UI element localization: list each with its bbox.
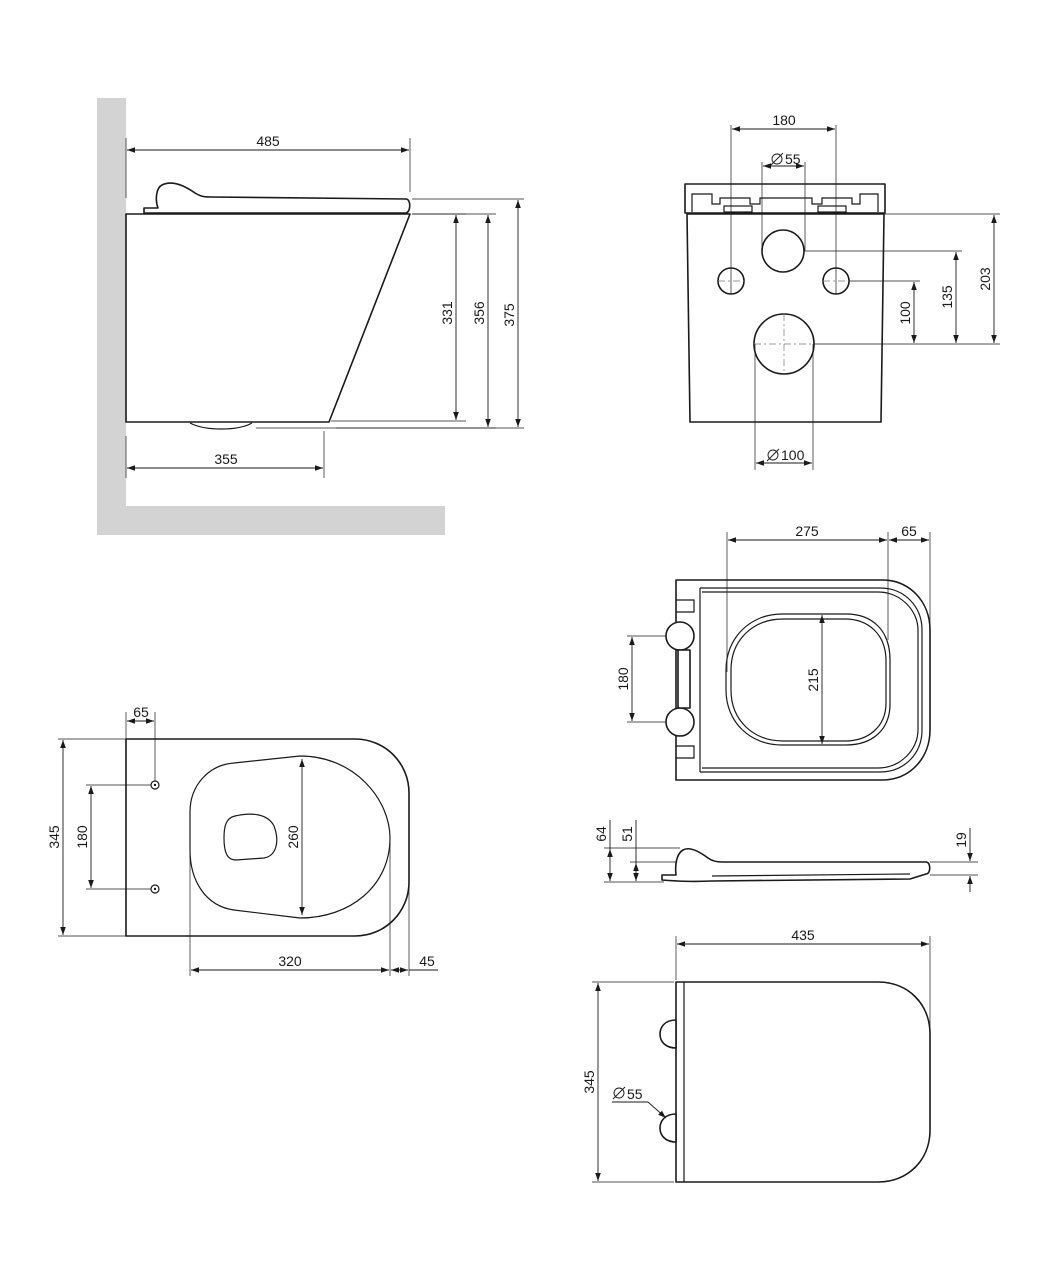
- svg-text:100: 100: [781, 447, 805, 463]
- bottom-outline: [125, 738, 410, 937]
- seat-top-view: 275 65 180 215: [615, 523, 931, 781]
- dim-485: 485: [256, 133, 280, 149]
- dim-375: 375: [501, 303, 517, 327]
- seat-lid-profile: [143, 182, 411, 214]
- dim-180-bottom: 180: [74, 825, 90, 849]
- dim-203: 203: [977, 267, 993, 291]
- seat-outer: [675, 579, 931, 781]
- lid-hinge-top: [659, 1019, 677, 1049]
- diameter-55-label: 55: [770, 151, 801, 167]
- dim-51: 51: [619, 826, 635, 842]
- side-view: 485 355 331 356 375: [97, 98, 524, 535]
- dim-45: 45: [419, 953, 435, 969]
- dim-180-seat: 180: [615, 667, 631, 691]
- dim-135: 135: [939, 285, 955, 309]
- rear-view: 180 55 100 100 135 203: [684, 112, 1000, 470]
- seat-profile: [661, 847, 931, 883]
- svg-text:55: 55: [785, 151, 801, 167]
- dim-345-bottom: 345: [46, 825, 62, 849]
- hinge-bar: [677, 649, 691, 709]
- dim-215: 215: [805, 668, 821, 692]
- dim-100-h: 100: [897, 301, 913, 325]
- dim-356: 356: [471, 301, 487, 325]
- rear-seat-hinge: [691, 193, 879, 212]
- dim-331: 331: [439, 301, 455, 325]
- seat-ring-inner: [702, 591, 919, 769]
- hinge-top: [665, 621, 695, 651]
- dim-275: 275: [795, 523, 819, 539]
- bowl-body: [125, 213, 411, 423]
- wall: [97, 98, 126, 535]
- seat-ring-outer: [700, 587, 923, 773]
- dim-355: 355: [214, 451, 238, 467]
- seat-opening-inner: [730, 618, 887, 742]
- seat-profile-view: 64 51 19: [593, 820, 978, 892]
- outlet-bulge: [189, 422, 253, 430]
- bottom-view: 65 345 180 260 320 45: [46, 704, 438, 976]
- svg-text:55: 55: [627, 1086, 643, 1102]
- lid-top-view: 435 345 55: [581, 927, 931, 1183]
- lid-outline: [675, 981, 931, 1183]
- seat-opening-outer: [725, 613, 891, 746]
- dim-65-bottom: 65: [133, 704, 149, 720]
- dim-19: 19: [953, 832, 969, 848]
- inlet-hole: [761, 229, 805, 273]
- bowl-opening: [189, 755, 391, 919]
- dim-260: 260: [285, 825, 301, 849]
- dim-320: 320: [278, 953, 302, 969]
- floor: [97, 506, 445, 535]
- dim-435: 435: [791, 927, 815, 943]
- lid-hinge-bottom: [659, 1113, 677, 1143]
- diameter-55-lid-label: 55: [612, 1086, 667, 1119]
- diameter-100-label: 100: [766, 447, 805, 463]
- hinge-bottom: [665, 707, 695, 737]
- dim-345-lid: 345: [581, 1070, 597, 1094]
- dim-64: 64: [593, 826, 609, 842]
- drain-opening: [223, 813, 278, 861]
- dim-180-rear: 180: [772, 112, 796, 128]
- dim-65-seat: 65: [901, 523, 917, 539]
